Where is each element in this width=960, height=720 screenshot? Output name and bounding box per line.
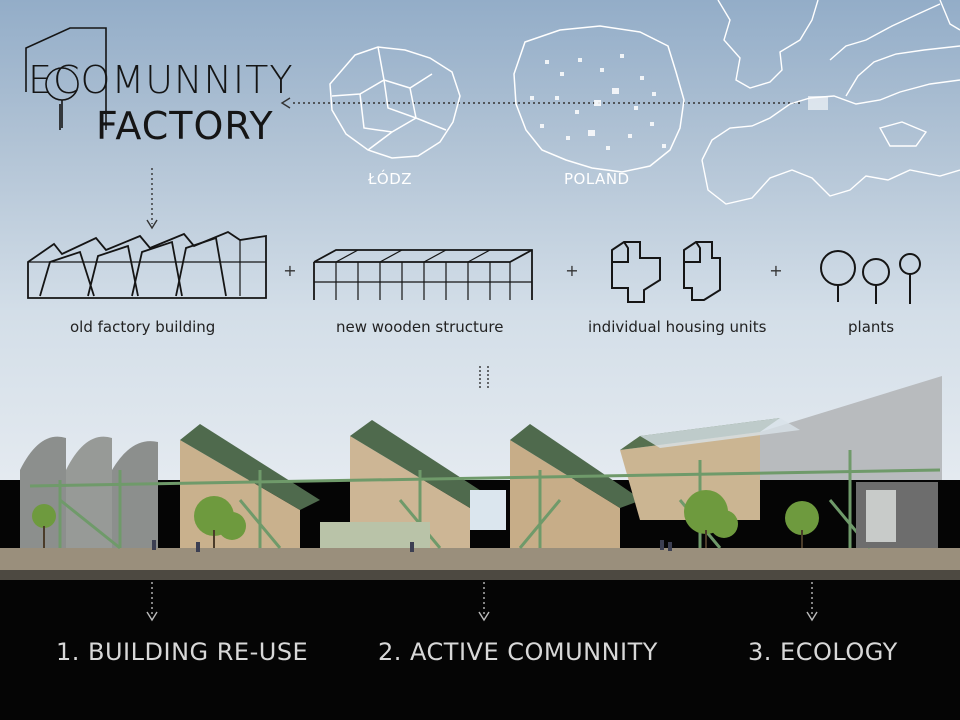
principle-reuse: 1. BUILDING RE-USE (56, 638, 309, 666)
keyhole-logo (25, 27, 107, 130)
poland-map (513, 25, 685, 173)
map-label-city: ŁÓDZ (368, 170, 413, 188)
principle-ecology: 3. ECOLOGY (748, 638, 898, 666)
principle-arrows (146, 582, 818, 622)
principle-community: 2. ACTIVE COMUNNITY (378, 638, 658, 666)
component-label-housing: individual housing units (588, 318, 767, 336)
title-line-1: ECOMUNNITY (28, 58, 294, 102)
old-factory-icon (27, 230, 267, 299)
component-label-plants: plants (848, 318, 895, 336)
plus-sign: + (769, 261, 782, 280)
plus-sign: + (283, 261, 296, 280)
lodz-map (329, 46, 461, 159)
plants-icon (820, 250, 921, 304)
component-label-factory: old factory building (70, 318, 216, 336)
sky-background (0, 0, 960, 480)
location-arrow (280, 97, 800, 109)
title-line-2: FACTORY (96, 104, 274, 148)
europe-map (701, 0, 960, 205)
component-label-structure: new wooden structure (336, 318, 504, 336)
housing-units-icon (611, 241, 721, 303)
wooden-structure-icon (313, 249, 533, 300)
map-label-country: POLAND (564, 170, 630, 188)
down-arrows (146, 168, 158, 230)
building-section-render (0, 376, 960, 580)
equals-sign (479, 366, 489, 390)
plus-sign: + (565, 261, 578, 280)
